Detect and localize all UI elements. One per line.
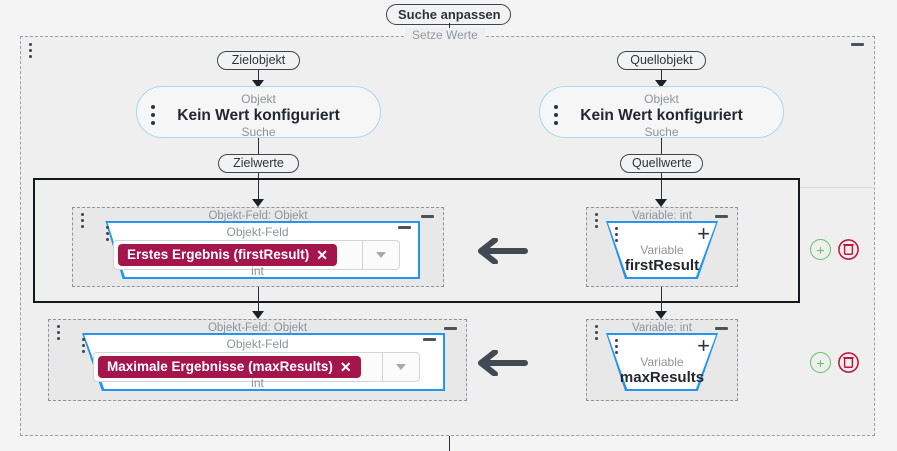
port-quellobjekt[interactable]: Quellobjekt <box>617 51 706 70</box>
drag-dots-icon[interactable] <box>106 226 110 244</box>
mapping-selection-rect[interactable] <box>33 178 800 303</box>
port-zielwerte[interactable]: Zielwerte <box>218 154 299 173</box>
arrowhead-icon <box>252 199 264 207</box>
minus-icon[interactable] <box>444 327 457 330</box>
mapping-2-left-field-node[interactable]: Objekt-Feld Maximale Ergebnisse (maxResu… <box>70 333 445 391</box>
mapping-1-right-value: firstResult <box>624 257 700 274</box>
drag-dots-icon[interactable] <box>57 325 61 343</box>
plus-icon[interactable]: + <box>697 333 710 358</box>
connector-group-bottom <box>449 436 450 451</box>
chevron-down-icon <box>376 252 386 258</box>
drag-dots-icon[interactable] <box>81 213 85 231</box>
mapping-1-left-outer-title: Objekt-Feld: Objekt <box>208 210 308 222</box>
arrowhead-icon <box>252 311 264 319</box>
mapping-2-right-variable-node[interactable]: + Variable maxResults <box>606 333 718 391</box>
arrow-left-icon <box>478 350 528 376</box>
drag-dots-icon[interactable] <box>82 338 86 356</box>
drag-dots-icon[interactable] <box>615 339 619 357</box>
group-title: Setze Werte <box>405 28 485 42</box>
minus-icon[interactable] <box>421 215 434 218</box>
mapping-1-left-field-node[interactable]: Objekt-Feld Erstes Ergebnis (firstResult… <box>95 221 420 279</box>
mapping-2-left-chip-label: Maximale Ergebnisse (maxResults) <box>107 359 333 374</box>
x-icon[interactable]: ✕ <box>316 247 329 263</box>
mapping-2-right-value: maxResults <box>619 369 705 386</box>
arrowhead-icon <box>655 311 667 319</box>
kebab-menu-icon[interactable] <box>554 105 558 129</box>
connector-row1-to-row2-right <box>661 287 662 315</box>
mapping-1-left-select[interactable]: Erstes Ergebnis (firstResult) ✕ <box>113 240 400 270</box>
object-node-left-sublabel: Suche <box>241 125 276 139</box>
connector-row1-to-row2 <box>258 287 259 315</box>
port-quellwerte[interactable]: Quellwerte <box>620 154 703 173</box>
object-node-right-label: Objekt <box>644 92 679 106</box>
mapping-1-left-chip-label: Erstes Ergebnis (firstResult) <box>127 247 310 262</box>
minus-icon[interactable] <box>398 226 411 229</box>
arrowhead-icon <box>655 199 667 207</box>
object-node-left-label: Objekt <box>241 92 276 106</box>
object-node-right-sublabel: Suche <box>644 125 679 139</box>
drag-dots-icon[interactable] <box>595 325 599 343</box>
minus-icon[interactable] <box>851 43 864 46</box>
drag-dots-icon[interactable] <box>29 43 33 61</box>
minus-icon[interactable] <box>715 327 728 330</box>
mapping-2-left-select[interactable]: Maximale Ergebnisse (maxResults) ✕ <box>93 352 420 382</box>
delete-circle-icon[interactable] <box>838 239 859 260</box>
connector-zielwerte-down <box>258 173 259 201</box>
mapping-2-left-dropdown-button[interactable] <box>382 353 419 381</box>
arrowhead-icon <box>655 80 667 88</box>
x-icon[interactable]: ✕ <box>339 359 352 375</box>
mapping-2-left-outer-title: Objekt-Feld: Objekt <box>207 322 308 334</box>
connector-quellwerte-down <box>661 173 662 201</box>
mapping-2-right-outer-title: Variable: int <box>632 322 692 334</box>
object-node-left[interactable]: Objekt Kein Wert konfiguriert Suche <box>136 86 381 139</box>
chevron-down-icon <box>396 364 406 370</box>
minus-icon[interactable] <box>423 338 436 341</box>
flow-title-pill[interactable]: Suche anpassen <box>386 4 511 25</box>
delete-circle-icon[interactable] <box>838 352 859 373</box>
drag-dots-icon[interactable] <box>595 213 599 231</box>
arrowhead-icon <box>252 80 264 88</box>
mapping-2-left-chip[interactable]: Maximale Ergebnisse (maxResults) ✕ <box>98 356 361 378</box>
connector-quellobjekt <box>661 70 662 82</box>
plus-icon[interactable]: + <box>697 221 710 246</box>
object-node-left-value: Kein Wert konfiguriert <box>177 107 340 124</box>
object-node-right[interactable]: Objekt Kein Wert konfiguriert Suche <box>539 86 784 139</box>
drag-dots-icon[interactable] <box>615 227 619 245</box>
connector-left-node-down <box>258 138 259 154</box>
connector-zielobjekt <box>258 70 259 82</box>
mapping-1-right-outer-title: Variable: int <box>632 210 692 222</box>
divider <box>800 187 875 188</box>
connector-right-node-down <box>661 138 662 154</box>
object-node-right-value: Kein Wert konfiguriert <box>580 107 743 124</box>
mapping-1-left-dropdown-button[interactable] <box>362 241 399 269</box>
port-zielobjekt[interactable]: Zielobjekt <box>217 51 300 70</box>
minus-icon[interactable] <box>715 215 728 218</box>
kebab-menu-icon[interactable] <box>151 105 155 129</box>
arrow-left-icon <box>478 238 528 264</box>
add-circle-icon[interactable]: + <box>810 352 831 373</box>
mapping-1-right-variable-node[interactable]: + Variable firstResult <box>606 221 718 279</box>
mapping-1-left-chip[interactable]: Erstes Ergebnis (firstResult) ✕ <box>118 244 338 266</box>
add-circle-icon[interactable]: + <box>810 239 831 260</box>
